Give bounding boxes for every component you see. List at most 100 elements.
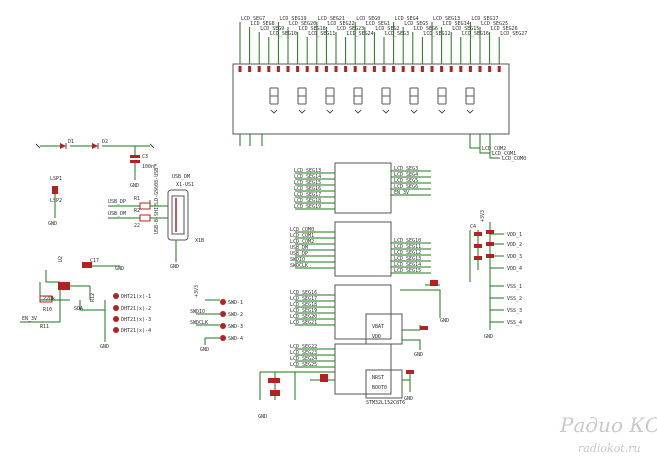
- dht-label-2: DHT21(x)-2: [121, 306, 151, 312]
- mcu-net-label: LCD_SEG3: [394, 166, 418, 172]
- lcd-digits: [269, 87, 475, 114]
- usb-conn-label: X1B: [195, 238, 204, 244]
- lcd-seg-label: LCD_SEG24: [347, 31, 374, 37]
- mcu-net-label: LCD_SEG17: [294, 192, 321, 198]
- mcu-net-label: SWDCLK: [290, 263, 308, 269]
- mcu-portc-block: [334, 284, 392, 340]
- gnd-label-caps: GND: [484, 334, 493, 340]
- vdd-vss-pin-label: VDD_4: [507, 266, 522, 272]
- dht-label-4: DHT21(x)-4: [121, 328, 151, 334]
- swd-pin-3-icon: [220, 323, 226, 329]
- mcu-net-label: LCD_COM2: [290, 239, 314, 245]
- watermark-title: Радио КОТ: [559, 413, 657, 437]
- lcd-bottom-wires: [239, 134, 263, 146]
- seven-seg-digit: [381, 87, 391, 114]
- sda-label: SDA: [74, 306, 83, 312]
- seven-seg-digit: [465, 87, 475, 114]
- mcu-net-label: LCD_SEG10: [394, 238, 421, 244]
- mcu-net-label: LCD_SEG18: [290, 302, 317, 308]
- mcu-portb-block: [334, 162, 392, 214]
- r2-label: R2: [134, 208, 140, 214]
- swd-vcc-label: +3V3: [194, 285, 200, 297]
- lcd-seg-label: LCD_SEG15: [452, 26, 479, 32]
- c3-value: 100nF: [142, 164, 157, 170]
- swd-header: +3V3 SWD-1 SWD-2 SWD-3 SWD-4 SWDIO SWDCL…: [190, 285, 243, 353]
- button-icon: [320, 374, 328, 382]
- swd-pin-1-icon: [220, 299, 226, 305]
- mcu-net-label: LCD_SEG15: [294, 180, 321, 186]
- swd-pin-label-1: SWD-1: [228, 300, 243, 306]
- sensor-block: U2 C17 GND 220k R10 EN_3V R11 SDA R12 DH…: [20, 256, 151, 350]
- d1-label: D1: [68, 139, 74, 145]
- seven-seg-digit: [269, 87, 279, 114]
- mcu-vdd-label: VDD: [372, 334, 381, 340]
- vdd-vss-pin-label: VDD_1: [507, 232, 522, 238]
- swd-pin-label-4: SWD-4: [228, 336, 243, 342]
- watermark-url: radiokot.ru: [578, 442, 641, 455]
- seven-seg-digit: [325, 87, 335, 114]
- mcu-net-label: LCD_SEG13: [394, 256, 421, 262]
- mcu-net-label: LCD_SEG23: [290, 350, 317, 356]
- vdd-vss-pin-label: VSS_1: [507, 284, 522, 290]
- seven-seg-digit: [353, 87, 363, 114]
- mcu-net-label: LCD_SEG24: [290, 356, 317, 362]
- dht-label-1: DHT21(x)-1: [121, 294, 151, 300]
- mcu-reset-block: [365, 369, 403, 399]
- lcd-seg-label: LCD_SEG27: [500, 31, 527, 37]
- vdd-vss-pin-label: VDD_2: [507, 242, 522, 248]
- r12-label: R12: [90, 293, 96, 302]
- lcd-seg-label: LCD_SEG16: [462, 31, 489, 37]
- r10-resistor-icon: [39, 295, 53, 303]
- c3-capacitor-icon: [130, 155, 140, 158]
- mcu-vbat-label: VBAT: [372, 324, 384, 330]
- dht-pin-2-icon: [113, 305, 119, 311]
- lcd-segment-labels: LCD_SEG7LCD_SEG8LCD_SEG9LCD_SEG10LCD_SEG…: [241, 16, 527, 37]
- gnd-label-reset: GND: [258, 414, 267, 420]
- r1-resistor-icon: [139, 202, 151, 210]
- reset-caps: GND: [258, 371, 335, 420]
- usb-ref: X1-US1: [176, 182, 194, 188]
- mcu-net-label: LCD_SEG14: [394, 262, 421, 268]
- seven-seg-digit: [297, 87, 307, 114]
- swd-pin-2-icon: [220, 311, 226, 317]
- d2-diode-icon: [92, 143, 98, 149]
- lcd-seg-label: LCD_SEG12: [423, 31, 450, 37]
- lcd-seg-label: LCD_SEG14: [443, 21, 470, 27]
- usb-part: USB-B-SHIELD-GS608-USB: [154, 168, 160, 234]
- lcd-seg-label: LCD_SEG9: [260, 26, 284, 32]
- lcd-seg-label: LCD_SEG26: [491, 26, 518, 32]
- lcd-seg-label: LCD_SEG4: [395, 16, 419, 22]
- r11-label: R11: [40, 324, 49, 330]
- lcd-seg-label: LCD_SEG22: [327, 21, 354, 27]
- swd-pin-4-icon: [220, 335, 226, 341]
- mcu-net-label: LCD_SEG11: [394, 244, 421, 250]
- mcu-net-label: LCD_SEG5: [394, 178, 418, 184]
- r-val-label: 22: [134, 223, 140, 229]
- gnd-label-mcu-2: GND: [414, 352, 423, 358]
- seven-seg-digit: [437, 87, 447, 114]
- usb-body: [167, 189, 189, 241]
- speaker: LSP1 LSP2 GND: [48, 176, 62, 227]
- usb-dp-label: USB_DP: [108, 199, 126, 205]
- gnd-label-sensor: GND: [115, 266, 124, 272]
- lcd-seg-label: LCD_SEG19: [279, 16, 306, 22]
- mcu-net-label: LCD_SEG12: [394, 250, 421, 256]
- mcu-net-label: LCD_COM0: [290, 227, 314, 233]
- lsp1-label: LSP1: [50, 176, 62, 182]
- dht-pin-3-icon: [113, 316, 119, 322]
- mcu-net-label: LCD_SEG18: [294, 198, 321, 204]
- r1-label: R1: [134, 196, 140, 202]
- lcd-seg-label: LCD_SEG11: [308, 31, 335, 37]
- mcu-net-label: USB_DP: [290, 251, 308, 257]
- mcu-net-label: LCD_COM1: [290, 233, 314, 239]
- d2-label: D2: [102, 139, 108, 145]
- r10-label: R10: [43, 307, 52, 313]
- en-3v-label: EN_3V: [22, 316, 37, 322]
- caps-vcc-label: +3V3: [480, 210, 486, 222]
- lcd-seg-label: LCD_SEG6: [414, 26, 438, 32]
- lcd-seg-label: LCD_SEG20: [289, 21, 316, 27]
- swd-pin-label-2: SWD-2: [228, 312, 243, 318]
- mcu-net-label: LCD_SEG16: [294, 186, 321, 192]
- vdd-vss-pin-label: VSS_4: [507, 320, 522, 326]
- c4-label: C4: [470, 224, 476, 230]
